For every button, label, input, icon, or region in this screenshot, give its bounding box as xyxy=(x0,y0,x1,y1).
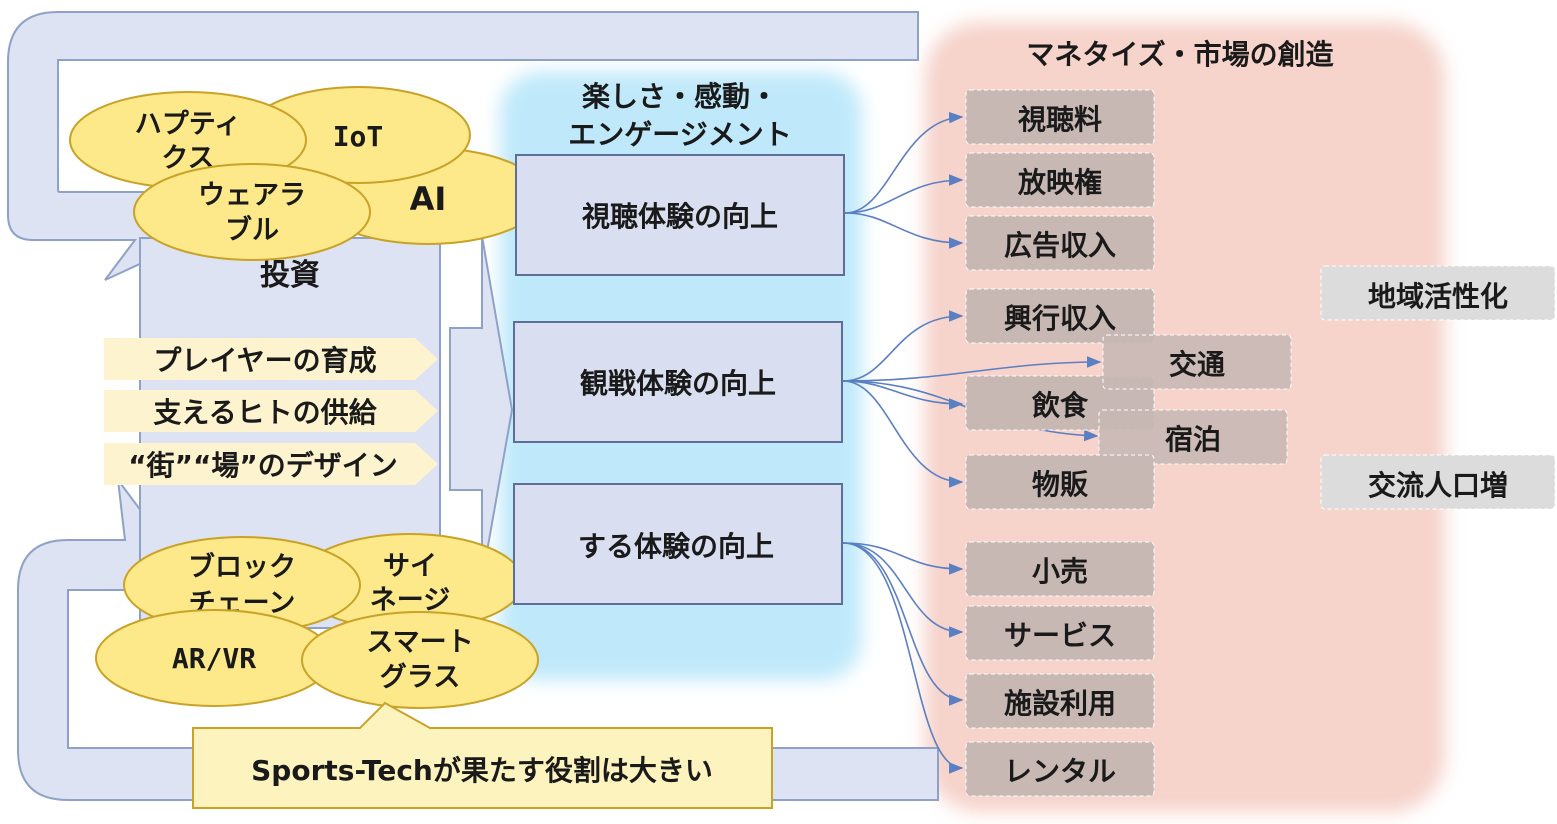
svg-text:ブル: ブル xyxy=(225,214,279,246)
svg-text:スマート: スマート xyxy=(366,627,473,658)
exchange-population-increase: 交流人口増 xyxy=(1320,454,1556,510)
svg-text:宿泊: 宿泊 xyxy=(1165,423,1221,456)
experience-do: する体験の向上 xyxy=(513,483,843,605)
svg-text:AI: AI xyxy=(410,180,447,218)
experience-spectate: 観戦体験の向上 xyxy=(513,321,843,443)
revenue-retail: 小売 xyxy=(965,541,1155,597)
svg-text:サイ: サイ xyxy=(383,551,437,582)
svg-text:レンタル: レンタル xyxy=(1004,755,1116,788)
svg-text:ブロック: ブロック xyxy=(188,551,296,583)
svg-text:サービス: サービス xyxy=(1004,619,1116,652)
enjoyment-title-line1: 楽しさ・感動・ xyxy=(582,80,778,113)
svg-text:ウェアラ: ウェアラ xyxy=(198,180,306,211)
revenue-merchandise: 物販 xyxy=(965,454,1155,510)
svg-text:視聴体験の向上: 視聴体験の向上 xyxy=(582,200,778,233)
svg-text:広告収入: 広告収入 xyxy=(1004,229,1116,262)
bottom-loop-arrow xyxy=(17,476,939,801)
svg-text:AR/VR: AR/VR xyxy=(172,642,256,675)
investment-item-1: プレイヤーの育成 xyxy=(104,338,438,380)
tech-ellipse-blockchain: ブロック チェーン xyxy=(123,536,361,634)
svg-text:Sports-Techが果たす役割は大きい: Sports-Techが果たす役割は大きい xyxy=(251,754,713,787)
revenue-lodging: 宿泊 xyxy=(1098,409,1288,465)
sports-tech-callout: Sports-Techが果たす役割は大きい xyxy=(192,701,773,809)
svg-text:小売: 小売 xyxy=(1032,555,1088,588)
svg-text:支えるヒトの供給: 支えるヒトの供給 xyxy=(153,396,377,429)
svg-text:“街”“場”のデザイン: “街”“場”のデザイン xyxy=(128,449,398,482)
svg-text:視聴料: 視聴料 xyxy=(1018,103,1102,136)
tech-ellipse-arvr: AR/VR xyxy=(95,609,333,707)
enjoyment-title-line2: エンゲージメント xyxy=(568,118,791,151)
connector-arrows xyxy=(842,111,1102,774)
tech-ellipse-smartglass: スマート グラス xyxy=(301,611,539,709)
svg-text:観戦体験の向上: 観戦体験の向上 xyxy=(580,367,776,400)
svg-text:する体験の向上: する体験の向上 xyxy=(578,530,774,563)
svg-text:交通: 交通 xyxy=(1169,348,1225,381)
revenue-facility-use: 施設利用 xyxy=(965,673,1155,729)
svg-text:放映権: 放映権 xyxy=(1017,166,1102,199)
svg-text:飲食: 飲食 xyxy=(1032,389,1089,422)
svg-text:交流人口増: 交流人口増 xyxy=(1368,469,1508,502)
top-loop-arrow xyxy=(7,11,919,281)
tech-ellipse-iot: IoT xyxy=(245,86,471,184)
svg-text:興行収入: 興行収入 xyxy=(1004,302,1116,335)
revenue-rental: レンタル xyxy=(965,741,1155,797)
svg-text:グラス: グラス xyxy=(380,661,460,693)
svg-text:物販: 物販 xyxy=(1032,468,1089,501)
svg-text:ネージ: ネージ xyxy=(370,585,450,616)
investment-to-experience-arrow xyxy=(449,235,514,581)
revenue-viewing-fee: 視聴料 xyxy=(965,89,1155,145)
revenue-broadcast-rights: 放映権 xyxy=(965,152,1155,208)
revenue-advertising: 広告収入 xyxy=(965,215,1155,271)
revenue-ticket: 興行収入 xyxy=(965,288,1155,344)
regional-revitalization: 地域活性化 xyxy=(1320,265,1556,321)
svg-text:地域活性化: 地域活性化 xyxy=(1368,280,1508,313)
investment-item-3: “街”“場”のデザイン xyxy=(104,443,438,485)
revenue-transport: 交通 xyxy=(1102,334,1292,390)
experience-watch: 視聴体験の向上 xyxy=(515,154,845,276)
revenue-service: サービス xyxy=(965,605,1155,661)
svg-text:施設利用: 施設利用 xyxy=(1004,687,1116,720)
investment-label: 投資 xyxy=(260,258,320,293)
svg-text:プレイヤーの育成: プレイヤーの育成 xyxy=(153,344,376,377)
svg-text:IoT: IoT xyxy=(333,120,384,153)
monetize-title: マネタイズ・市場の創造 xyxy=(1026,38,1333,71)
investment-item-2: 支えるヒトの供給 xyxy=(104,390,438,432)
tech-ellipse-wearable: ウェアラ ブル xyxy=(133,163,371,261)
svg-text:ハプティ: ハプティ xyxy=(135,109,241,140)
